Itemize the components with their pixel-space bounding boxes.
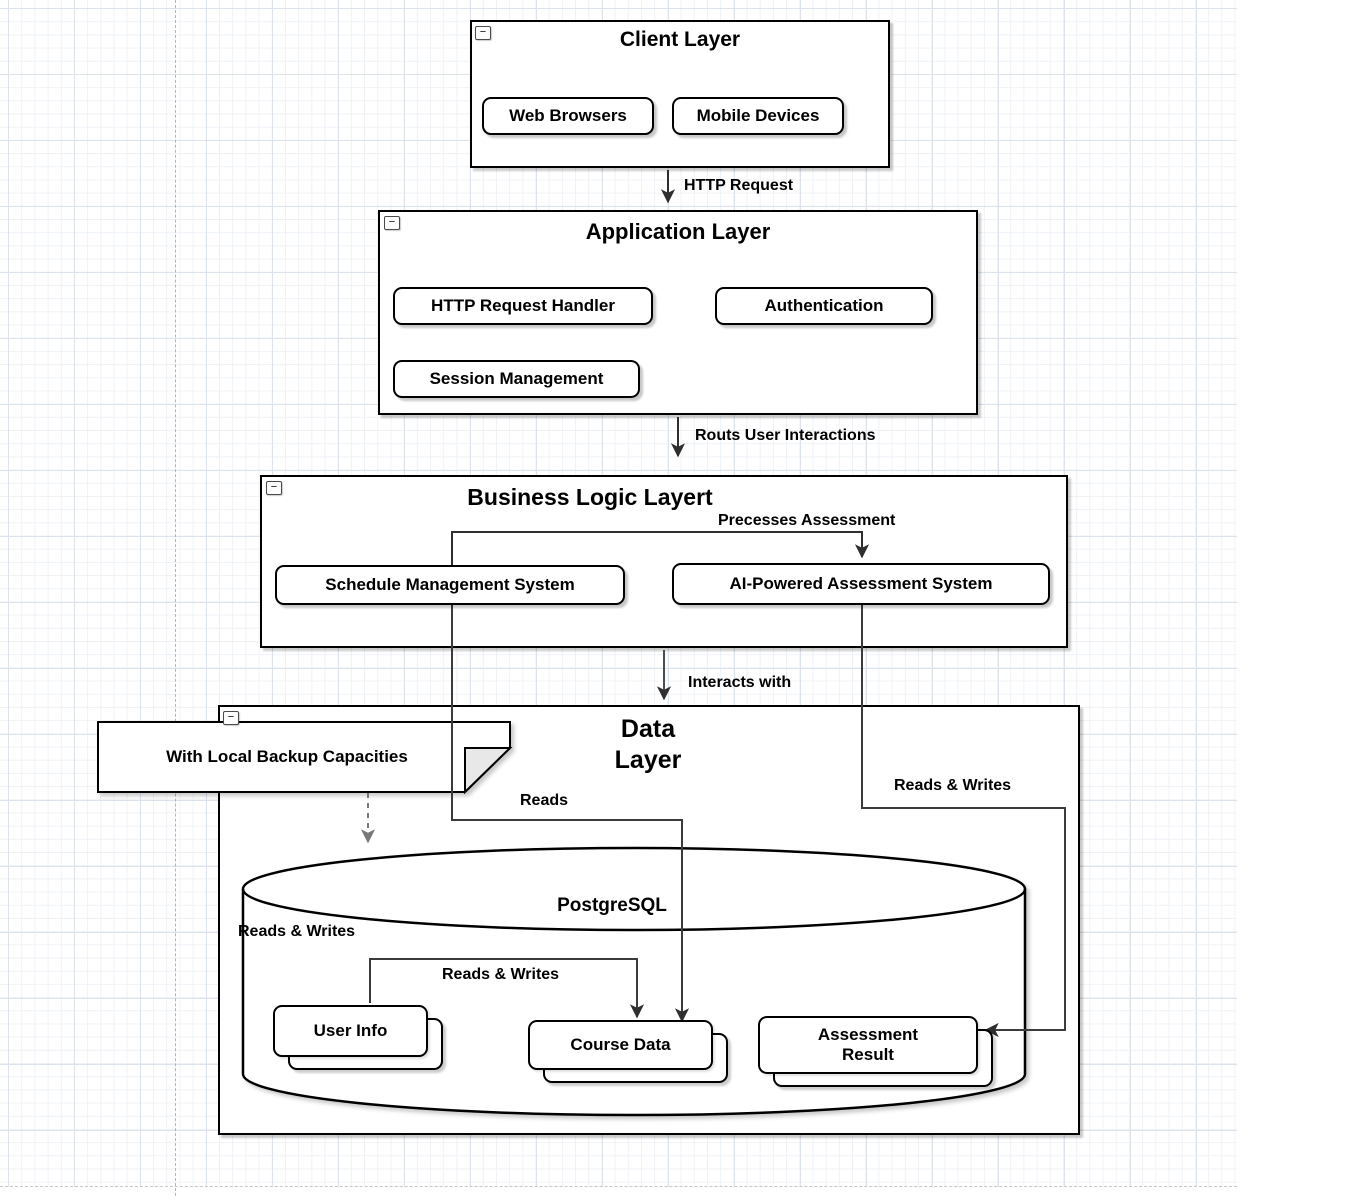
node-ai-assessment-system[interactable]: AI-Powered Assessment System (672, 563, 1050, 605)
postgresql-label[interactable]: PostgreSQL (557, 895, 667, 916)
page-break-line-vertical (175, 0, 176, 1196)
edge-label-reads-writes-left: Reads & Writes (238, 923, 356, 940)
collapse-icon[interactable]: − (266, 481, 282, 495)
node-schedule-management-system[interactable]: Schedule Management System (275, 565, 625, 605)
edge-label-precesses-assessment: Precesses Assessment (718, 512, 896, 529)
note-local-backup[interactable]: With Local Backup Capacities (166, 747, 408, 766)
edge-label-reads-writes-center: Reads & Writes (442, 966, 560, 983)
node-authentication[interactable]: Authentication (715, 287, 933, 325)
collapse-icon[interactable]: − (384, 216, 400, 230)
assessment-result-text: Assessment Result (817, 1025, 919, 1064)
node-web-browsers[interactable]: Web Browsers (482, 97, 654, 135)
edge-label-routs-user-interactions: Routs User Interactions (695, 427, 876, 444)
business-logic-layer-title: Business Logic Layert (467, 484, 713, 510)
node-http-request-handler[interactable]: HTTP Request Handler (393, 287, 653, 325)
node-course-data-label[interactable]: Course Data (528, 1020, 713, 1070)
edge-label-http-request: HTTP Request (684, 177, 794, 194)
data-layer-title: Data Layer (614, 715, 682, 775)
edge-label-reads-writes-right: Reads & Writes (894, 777, 1012, 794)
edge-label-reads: Reads (520, 792, 569, 809)
edge-label-interacts-with: Interacts with (688, 674, 792, 691)
node-assessment-result[interactable]: Assessment Result (758, 1016, 993, 1087)
node-mobile-devices[interactable]: Mobile Devices (672, 97, 844, 135)
canvas-bottom-margin (0, 1187, 1352, 1196)
page-break-line-horizontal (0, 1186, 1237, 1187)
node-user-info[interactable]: User Info (273, 1005, 443, 1070)
node-course-data[interactable]: Course Data (528, 1020, 728, 1083)
node-user-info-label[interactable]: User Info (273, 1005, 428, 1057)
node-session-management[interactable]: Session Management (393, 360, 640, 398)
client-layer-title: Client Layer (619, 28, 741, 51)
canvas-right-margin (1237, 0, 1352, 1196)
client-layer-container[interactable] (470, 20, 890, 168)
application-layer-title: Application Layer (585, 219, 771, 244)
collapse-icon[interactable]: − (475, 26, 491, 40)
node-assessment-result-label[interactable]: Assessment Result (758, 1016, 978, 1074)
